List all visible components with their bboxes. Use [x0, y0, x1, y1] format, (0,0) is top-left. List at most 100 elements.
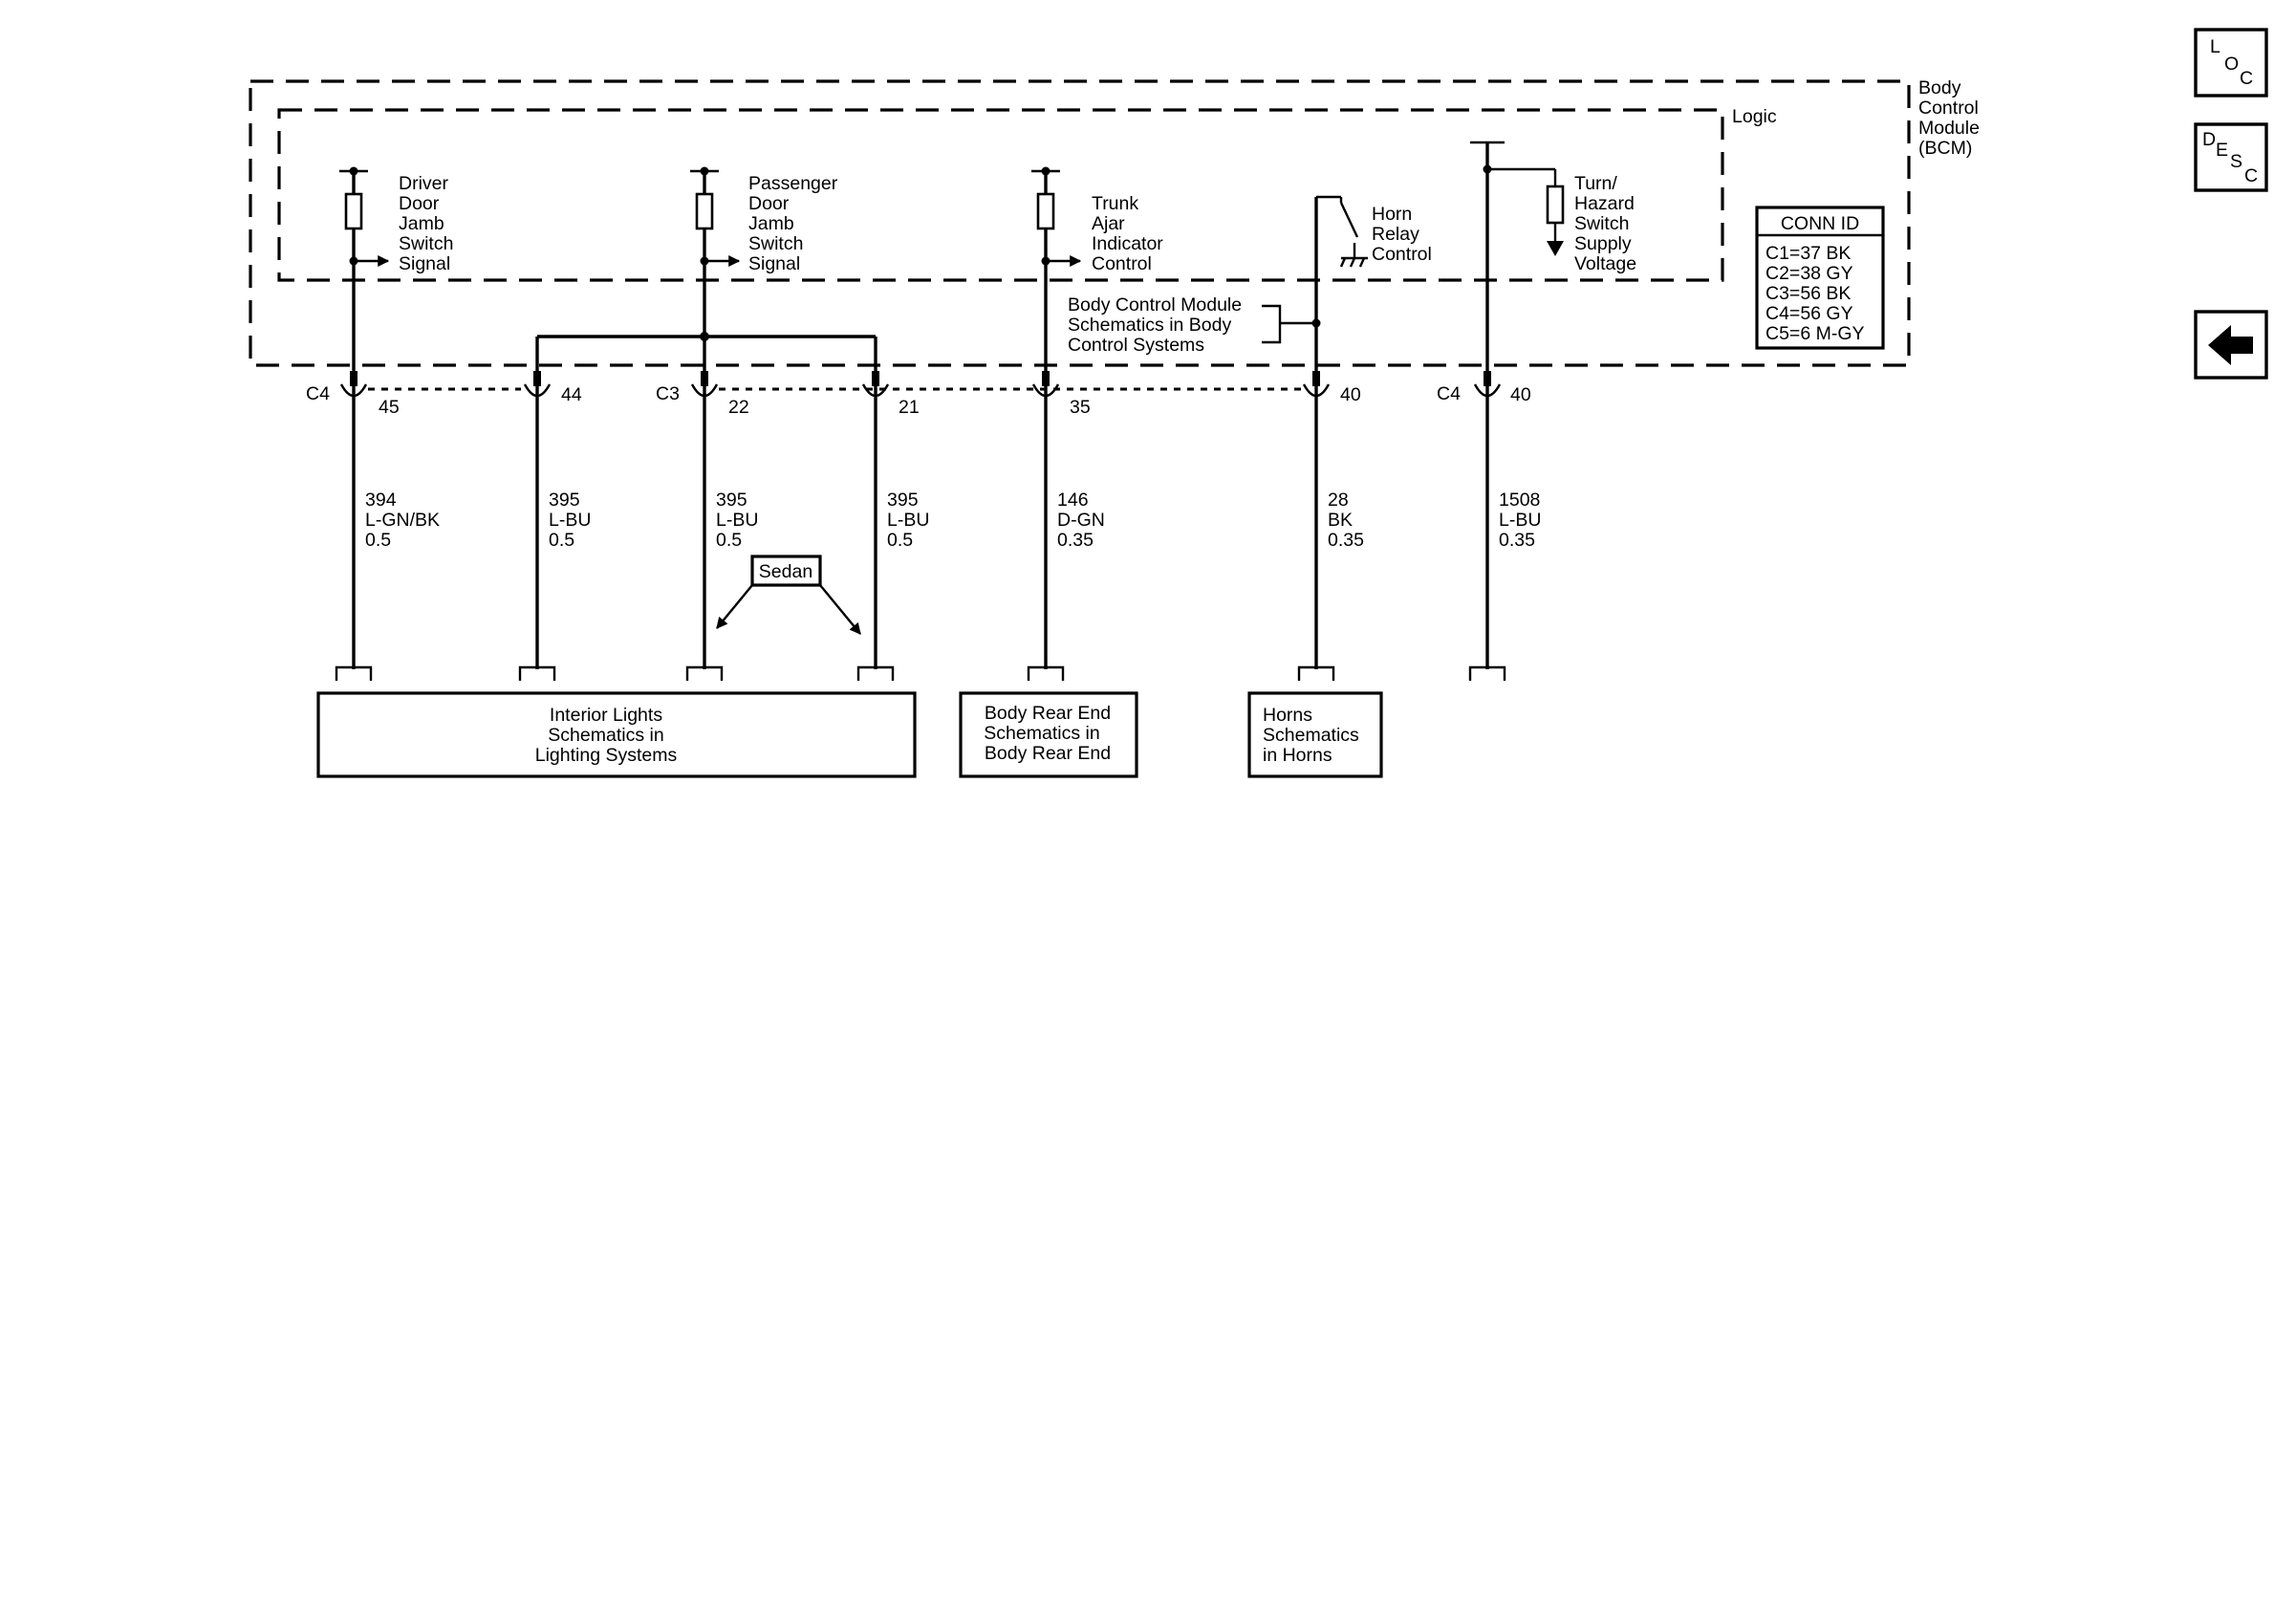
svg-text:BK: BK: [1328, 510, 1353, 531]
svg-text:Signal: Signal: [748, 253, 800, 274]
pin-number: 22: [728, 397, 749, 418]
svg-text:Body Control Module: Body Control Module: [1068, 294, 1242, 316]
bcm-module-title: Body Control Module (BCM): [1918, 77, 1980, 159]
svg-text:Schematics in: Schematics in: [548, 725, 663, 746]
connector-pin: [1031, 371, 1060, 398]
svg-text:D-GN: D-GN: [1057, 510, 1105, 531]
svg-text:Horns: Horns: [1263, 705, 1312, 726]
svg-text:0.5: 0.5: [716, 530, 742, 551]
terminal-bracket: [1468, 665, 1506, 681]
svg-text:Supply: Supply: [1574, 233, 1632, 254]
svg-text:in Horns: in Horns: [1263, 745, 1332, 766]
svg-text:Control Systems: Control Systems: [1068, 335, 1204, 356]
connector-pin: [339, 371, 368, 398]
ground-symbol: [1339, 256, 1368, 268]
bcm-module-boundary: [249, 79, 1911, 367]
svg-text:O: O: [2224, 54, 2239, 75]
svg-text:Indicator: Indicator: [1092, 233, 1163, 254]
connector-pin: [1302, 371, 1331, 398]
svg-text:Switch: Switch: [748, 233, 803, 254]
svg-text:L-BU: L-BU: [716, 510, 758, 531]
svg-text:Switch: Switch: [399, 233, 453, 254]
wire-label: 1508 L-BU 0.35: [1499, 490, 1541, 551]
connector-pin: [523, 371, 552, 398]
connector-c3-label: C3: [656, 383, 680, 404]
svg-text:Driver: Driver: [399, 173, 449, 194]
conn-id-row: C4=56 GY: [1765, 303, 1853, 324]
conn-id-row: C5=6 M-GY: [1765, 323, 1865, 344]
wire-label: 395 L-BU 0.5: [887, 490, 929, 551]
terminal-bracket: [1027, 665, 1065, 681]
pull-up-resistor-symbol: [344, 192, 363, 230]
svg-text:Trunk: Trunk: [1092, 193, 1138, 214]
terminal-bracket: [856, 665, 895, 681]
svg-text:0.5: 0.5: [887, 530, 913, 551]
svg-text:28: 28: [1328, 490, 1349, 511]
svg-text:Lighting Systems: Lighting Systems: [535, 745, 678, 766]
desc-button[interactable]: D E S C: [2194, 122, 2268, 192]
svg-text:1508: 1508: [1499, 490, 1540, 511]
svg-text:Body Rear End: Body Rear End: [985, 703, 1111, 724]
svg-text:0.35: 0.35: [1328, 530, 1364, 551]
terminal-bracket: [335, 665, 373, 681]
trunk-ajar-label: Trunk Ajar Indicator Control: [1092, 193, 1163, 274]
body-rear-end-destination: Body Rear End Schematics in Body Rear En…: [959, 691, 1138, 778]
svg-text:Schematics in: Schematics in: [984, 723, 1099, 744]
callout-arrow: [819, 584, 861, 635]
svg-text:0.5: 0.5: [549, 530, 574, 551]
svg-text:L-GN/BK: L-GN/BK: [365, 510, 440, 531]
connector-c4-label: C4: [306, 383, 330, 404]
svg-text:Hazard: Hazard: [1574, 193, 1635, 214]
svg-text:D: D: [2202, 129, 2216, 150]
svg-text:Control: Control: [1918, 98, 1979, 119]
logic-block-boundary: [277, 108, 1724, 282]
svg-text:(BCM): (BCM): [1918, 138, 1972, 159]
terminal-row: [335, 665, 1506, 681]
wire-label: 394 L-GN/BK 0.5: [365, 490, 440, 551]
connector-pin: [1473, 371, 1502, 398]
svg-text:0.5: 0.5: [365, 530, 391, 551]
svg-text:Module: Module: [1918, 118, 1980, 139]
svg-text:395: 395: [716, 490, 747, 511]
loc-button[interactable]: L O C: [2194, 28, 2268, 98]
svg-text:Passenger: Passenger: [748, 173, 838, 194]
connector-c4-label: C4: [1437, 383, 1461, 404]
svg-text:Control: Control: [1372, 244, 1432, 265]
wire-label: 395 L-BU 0.5: [716, 490, 758, 551]
wire-label: 28 BK 0.35: [1328, 490, 1364, 551]
conn-id-row: C3=56 BK: [1765, 283, 1851, 304]
pin-number: 44: [561, 384, 582, 405]
svg-text:L: L: [2210, 36, 2220, 57]
conn-id-table: CONN ID C1=37 BK C2=38 GY C3=56 BK C4=56…: [1755, 206, 1885, 350]
bcm-schematics-reference: Body Control Module Schematics in Body C…: [1068, 294, 1316, 356]
wire-label: 146 D-GN 0.35: [1057, 490, 1105, 551]
svg-text:146: 146: [1057, 490, 1089, 511]
svg-text:Control: Control: [1092, 253, 1152, 274]
svg-text:Schematics in Body: Schematics in Body: [1068, 315, 1231, 336]
svg-text:L-BU: L-BU: [549, 510, 591, 531]
svg-text:Jamb: Jamb: [399, 213, 444, 234]
svg-text:395: 395: [549, 490, 580, 511]
svg-text:Body Rear End: Body Rear End: [985, 743, 1111, 764]
svg-text:Schematics: Schematics: [1263, 725, 1359, 746]
conn-id-row: C1=37 BK: [1765, 243, 1851, 264]
wire-label: 395 L-BU 0.5: [549, 490, 591, 551]
svg-text:C: C: [2240, 68, 2253, 89]
connector-row: C4 C3 C4 45 44 22 21 35 40 40: [306, 371, 1531, 418]
svg-text:Voltage: Voltage: [1574, 253, 1636, 274]
sedan-option-callout: Sedan: [716, 555, 861, 635]
svg-text:C: C: [2244, 165, 2258, 186]
interior-lights-destination: Interior Lights Schematics in Lighting S…: [316, 691, 917, 778]
option-label: Sedan: [759, 561, 812, 582]
horn-relay-label: Horn Relay Control: [1372, 204, 1432, 265]
terminal-bracket: [1297, 665, 1335, 681]
svg-text:Interior Lights: Interior Lights: [550, 705, 662, 726]
arrow-left-icon: [2208, 325, 2253, 365]
down-arrow-icon: [1547, 241, 1564, 256]
pin-number: 45: [379, 397, 400, 418]
svg-text:Turn/: Turn/: [1574, 173, 1617, 194]
passenger-door-jamb-label: Passenger Door Jamb Switch Signal: [748, 173, 838, 274]
svg-text:Body: Body: [1918, 77, 1961, 98]
conn-id-title: CONN ID: [1781, 213, 1859, 234]
back-button[interactable]: [2194, 310, 2268, 380]
